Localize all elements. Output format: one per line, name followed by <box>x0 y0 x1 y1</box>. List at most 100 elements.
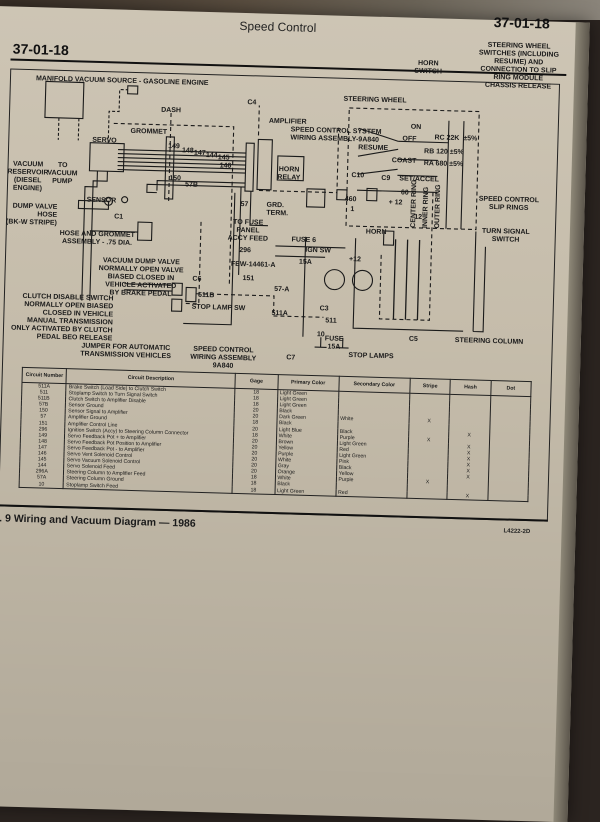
label-hose-grommet: HOSE AND GROMMET ASSEMBLY - .75 DIA. <box>59 229 135 247</box>
wire-10: 10 <box>316 331 325 339</box>
col-dot: Dot <box>490 380 532 397</box>
grommet-shape <box>164 136 175 200</box>
cell-circuit-number: 10 <box>19 480 64 489</box>
label-turn-signal-switch: TURN SIGNAL SWITCH <box>481 227 530 244</box>
label-horn: HORN <box>365 228 387 237</box>
label-on: ON <box>410 123 422 131</box>
label-to-vacuum-pump: TO VACUUM PUMP <box>47 161 78 186</box>
label-vacuum-dump-valve: VACUUM DUMP VALVE NORMALLY OPEN VALVE BI… <box>98 257 184 299</box>
label-set-accel: SET/ACCEL <box>399 175 440 184</box>
c10-connector-shape <box>305 188 326 208</box>
label-dash: DASH <box>161 106 182 115</box>
label-horn-relay: HORN RELAY <box>277 166 301 182</box>
connector-c1: C1 <box>114 213 124 221</box>
col-stripe: Stripe <box>409 378 451 395</box>
wire-511b: 511B <box>197 291 215 300</box>
label-horn-switch: HORN SWITCH <box>414 59 443 76</box>
wire-149: 149 <box>168 142 180 151</box>
horn-shape <box>382 230 395 246</box>
label-amplifier: AMPLIFIER <box>268 117 307 126</box>
wire-144: 144 <box>205 151 218 160</box>
label-wiring-assembly-bottom: SPEED CONTROL WIRING ASSEMBLY 9A840 <box>190 345 257 370</box>
wire-460: 460 <box>344 195 357 204</box>
vacuum-reservoir-shape <box>44 80 85 120</box>
label-grommet: GROMMET <box>130 127 168 136</box>
label-rb: RB 120 ±5% <box>424 148 464 157</box>
clutch-switch-shape <box>171 282 183 296</box>
wire-151: 151 <box>242 275 255 283</box>
manifold-fitting-shape <box>127 85 139 95</box>
label-fuse-15a-top: 15A <box>298 258 312 266</box>
label-rc: RC 22K ±5% <box>434 134 478 143</box>
cell-hash: X <box>447 492 488 501</box>
connector-c9: C9 <box>381 174 391 183</box>
cell-primary-color: Light Green <box>274 487 336 496</box>
label-dump-valve-hose: DUMP VALVE HOSE (BK-W STRIPE) <box>5 202 58 227</box>
label-jumper: JUMPER FOR AUTOMATIC TRANSMISSION VEHICL… <box>80 342 172 361</box>
cell-gage: 18 <box>232 486 275 495</box>
page-number-right: 37-01-18 <box>493 13 550 32</box>
steering-wheel-box <box>345 107 480 231</box>
label-plus12-b: + 12 <box>388 199 403 207</box>
wire-146: 146 <box>219 162 232 170</box>
wire-150: 150 <box>169 174 182 183</box>
manual-page: 37-01-18 Speed Control 37-01-18 <box>0 6 590 822</box>
amplifier-shape <box>256 138 273 191</box>
connector-c3: C3 <box>319 305 329 313</box>
jumper-shape <box>170 298 183 312</box>
label-stop-lamps: STOP LAMPS <box>348 352 394 361</box>
label-vacuum-reservoir: VACUUM RESERVOIR (DIESEL ENGINE) <box>7 160 49 193</box>
col-hash: Hash <box>450 379 491 396</box>
col-circuit-number: Circuit Number <box>22 367 67 384</box>
label-ra: RA 680 ±5% <box>423 160 464 169</box>
wire-57a: 57-A <box>274 285 290 294</box>
amplifier-connector-c4 <box>244 142 255 192</box>
c5-connector-a <box>323 269 346 291</box>
wire-511a: 511A <box>271 309 288 318</box>
label-ign-sw: IGN SW <box>305 246 332 255</box>
label-grd-term: GRD. TERM. <box>266 201 289 218</box>
sensor-shape <box>77 199 110 210</box>
wire-147: 147 <box>193 149 206 157</box>
connector-c10: C10 <box>351 172 365 180</box>
label-few: FEW-14461-A <box>230 260 276 269</box>
label-fuse6: FUSE 6 <box>291 236 317 245</box>
label-to-fuse-panel: TO FUSE PANEL ACCY FEED <box>227 218 269 243</box>
connector-c6: C6 <box>192 275 202 283</box>
col-gage: Gage <box>235 373 278 390</box>
page-number-left: 37-01-18 <box>12 40 70 59</box>
page-title: Speed Control <box>239 18 317 36</box>
cell-secondary-color: Red <box>335 489 408 498</box>
stop-lamp-switch-shape <box>185 286 197 303</box>
wire-12: 12 <box>414 213 423 222</box>
label-sw-switches: STEERING WHEEL SWITCHES (INCLUDING RESUM… <box>478 41 560 91</box>
wire-511: 511 <box>325 317 337 325</box>
connector-c4: C4 <box>247 99 257 107</box>
c5-connector-b <box>351 269 374 291</box>
label-resume: RESUME <box>358 144 389 153</box>
label-wiring-assembly-top: SPEED CONTROL SYSTEM WIRING ASSEMBLY-9A8… <box>290 126 382 144</box>
wire-1: 1 <box>350 206 355 214</box>
col-primary-color: Primary Color <box>277 374 339 392</box>
connector-c5: C5 <box>408 335 418 343</box>
label-steering-wheel: STEERING WHEEL <box>343 95 407 105</box>
circuit-table: Circuit Number Circuit Description Gage … <box>19 367 532 502</box>
label-servo: SERVO <box>92 136 117 145</box>
wire-60: 60 <box>400 189 409 197</box>
wire-57: 57 <box>240 200 249 209</box>
label-plus12-a: +12 <box>348 256 362 264</box>
horn-relay-shape <box>276 155 305 182</box>
label-coast: COAST <box>391 157 417 165</box>
label-fuse-15a-bottom: FUSE 15A <box>324 335 344 351</box>
wiring-diagram <box>44 80 487 349</box>
figure-code: L4222-2D <box>503 528 531 536</box>
label-sensor: SENSOR <box>86 196 117 205</box>
connector-c7: C7 <box>286 354 296 362</box>
vacuum-dump-valve-shape <box>136 221 153 242</box>
label-off: OFF <box>402 135 417 143</box>
cell-dot <box>487 493 529 502</box>
label-stop-lamp-sw: STOP LAMP SW <box>191 303 246 313</box>
figure-caption: FIG. 9 Wiring and Vacuum Diagram — 1986 <box>0 511 196 530</box>
label-outer-ring: OUTER RING <box>433 184 443 229</box>
